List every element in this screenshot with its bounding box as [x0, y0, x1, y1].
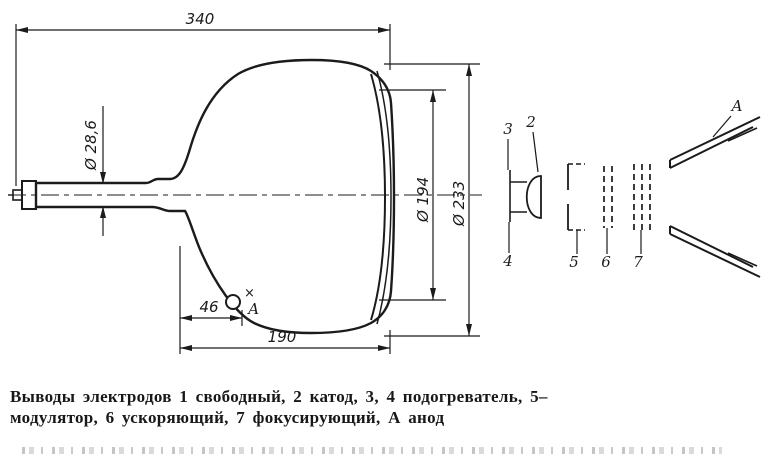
figure-caption-line-2: модулятор, 6 ускоряющий, 7 фокусирующий,…: [10, 408, 445, 427]
dim-194-label: Ø 194: [414, 177, 432, 223]
screen-inner-contour: [370, 73, 387, 321]
dim-340-label: 340: [186, 10, 215, 28]
pin3-label: 3: [503, 120, 513, 138]
pin2-label: 2: [525, 113, 536, 131]
dim-screen-outer: Ø 233: [384, 63, 480, 337]
anode-cone: [669, 116, 761, 278]
crt-side-view: × А 340 Ø 28,6: [8, 10, 482, 354]
dim-screen-useful: Ø 194: [379, 89, 446, 301]
anode-button: [225, 294, 241, 310]
arrowhead-right: [378, 27, 390, 33]
dim-neck-diameter: Ø 28,6: [82, 106, 106, 236]
electrode-gun-schematic: 3 2 А 4 5 6 7: [502, 97, 761, 278]
dim-233-label: Ø 233: [450, 181, 468, 227]
pin6-label: 6: [601, 253, 611, 271]
arrowhead-right: [230, 315, 242, 321]
modulator-electrode: [567, 163, 585, 231]
figure-caption-line-1: Выводы электродов 1 свободный, 2 катод, …: [10, 387, 548, 406]
accelerating-electrode: [603, 166, 613, 228]
dim-anode-offset: 46: [180, 298, 243, 326]
leader-lines: [507, 115, 732, 254]
dim-190-label: 190: [268, 328, 297, 346]
pin7-label: 7: [633, 253, 643, 271]
dim-46-label: 46: [199, 298, 218, 316]
arrowhead-up: [466, 64, 472, 76]
anode-cross-mark: ×: [244, 286, 255, 301]
crt-technical-drawing: × А 340 Ø 28,6: [8, 10, 761, 354]
arrowhead-down: [466, 324, 472, 336]
screen-face-contour: [376, 70, 392, 325]
focusing-electrode: [633, 164, 651, 230]
arrowhead-left: [16, 27, 28, 33]
anode-a-label: А: [730, 97, 742, 115]
dim-overall-length: 340: [15, 10, 391, 186]
dim-bulb-length: 190: [179, 246, 391, 354]
arrowhead-down: [100, 172, 106, 184]
arrowhead-left: [180, 315, 192, 321]
arrowhead-up: [430, 90, 436, 102]
anode-marker: × А: [244, 286, 259, 318]
cropped-text-remnant: [22, 447, 722, 454]
heater-leads: [509, 170, 527, 222]
anode-letter: А: [247, 300, 259, 318]
crt-bulb-outline: [34, 58, 396, 335]
arrowhead-down: [430, 288, 436, 300]
pin5-label: 5: [569, 253, 579, 271]
dim-neck-label: Ø 28,6: [82, 120, 100, 171]
pin4-label: 4: [502, 252, 513, 270]
cathode-cup: [526, 175, 542, 219]
arrowhead-left: [180, 345, 192, 351]
arrowhead-up: [100, 206, 106, 218]
arrowhead-right: [378, 345, 390, 351]
